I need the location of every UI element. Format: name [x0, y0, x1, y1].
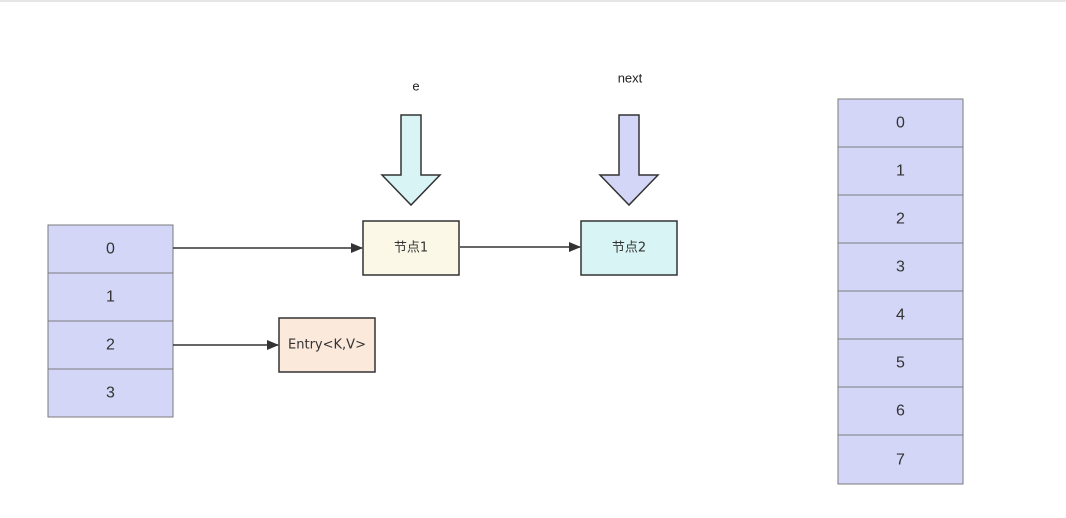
- old-table-cell-label: 3: [106, 385, 115, 402]
- new-table: 0 1 2 3 4 5 6 7: [837, 98, 964, 485]
- pointer-next-arrow-icon: [598, 114, 660, 207]
- old-table-cell-0[interactable]: 0: [47, 224, 174, 274]
- node-1[interactable]: 节点1: [362, 220, 460, 276]
- entry-node[interactable]: Entry<K,V>: [278, 317, 376, 373]
- entry-node-label: Entry<K,V>: [288, 338, 366, 353]
- new-table-cell-label: 1: [896, 163, 905, 180]
- old-table: 0 1 2 3: [47, 224, 174, 418]
- old-table-cell-1[interactable]: 1: [47, 272, 174, 322]
- new-table-cell-label: 3: [896, 259, 905, 276]
- new-table-cell-label: 4: [896, 307, 905, 324]
- new-table-cell-label: 6: [896, 403, 905, 420]
- new-table-cell-6[interactable]: 6: [837, 386, 964, 436]
- node-2-label: 节点2: [612, 241, 646, 256]
- new-table-cell-0[interactable]: 0: [837, 98, 964, 148]
- top-divider: [0, 0, 1066, 2]
- new-table-cell-label: 0: [896, 115, 905, 132]
- new-table-cell-3[interactable]: 3: [837, 242, 964, 292]
- new-table-cell-label: 2: [896, 211, 905, 228]
- old-table-cell-3[interactable]: 3: [47, 368, 174, 418]
- node-2[interactable]: 节点2: [580, 220, 678, 276]
- new-table-cell-7[interactable]: 7: [837, 434, 964, 485]
- new-table-cell-5[interactable]: 5: [837, 338, 964, 388]
- old-table-cell-label: 1: [106, 289, 115, 306]
- old-table-cell-label: 2: [106, 337, 115, 354]
- pointer-e-arrow-icon: [380, 114, 442, 207]
- node-1-label: 节点1: [394, 241, 428, 256]
- pointer-e-label: e: [412, 79, 419, 94]
- pointer-next-label: next: [618, 71, 643, 86]
- new-table-cell-4[interactable]: 4: [837, 290, 964, 340]
- old-table-cell-2[interactable]: 2: [47, 320, 174, 370]
- new-table-cell-2[interactable]: 2: [837, 194, 964, 244]
- new-table-cell-label: 5: [896, 355, 905, 372]
- new-table-cell-label: 7: [896, 452, 905, 469]
- old-table-cell-label: 0: [106, 241, 115, 258]
- new-table-cell-1[interactable]: 1: [837, 146, 964, 196]
